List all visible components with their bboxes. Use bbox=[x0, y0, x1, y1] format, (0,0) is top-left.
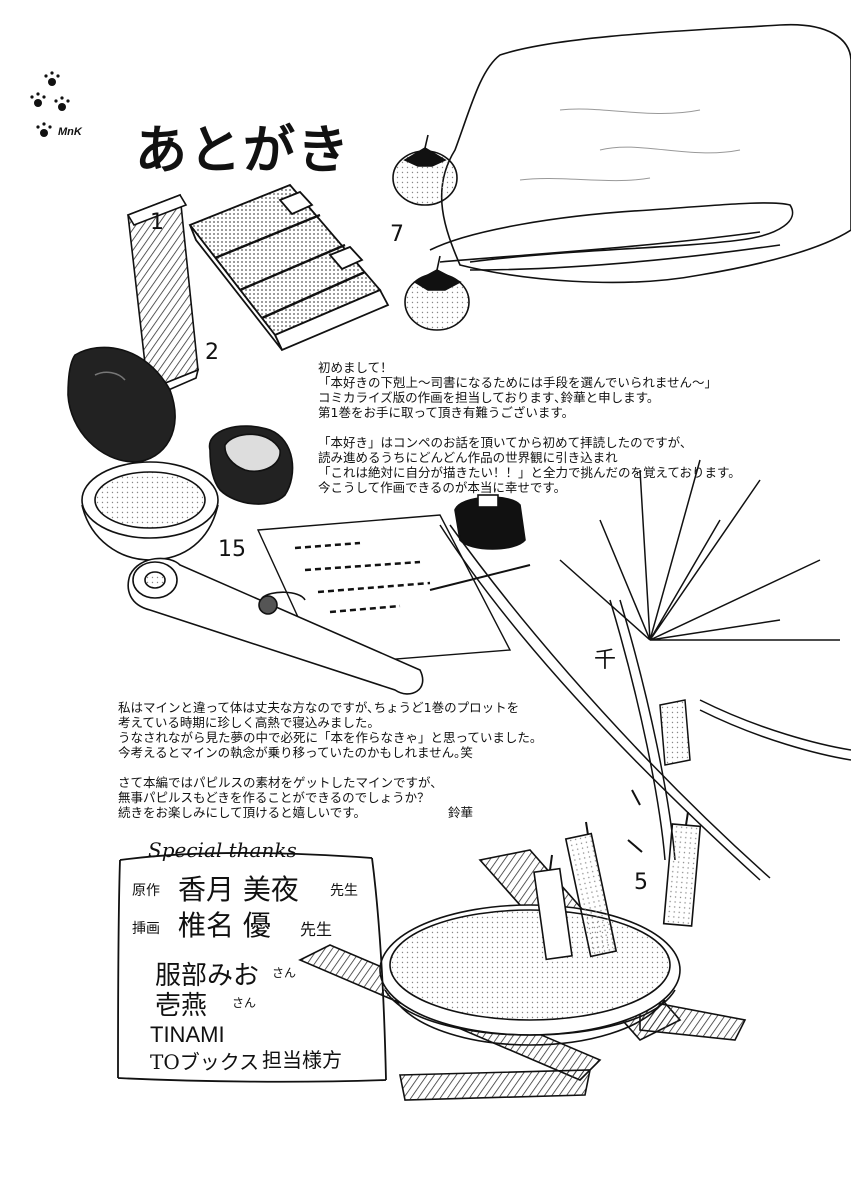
thanks-heading: Special thanks bbox=[148, 838, 297, 862]
signoff: 鈴華 bbox=[448, 805, 474, 820]
body-line: 今考えるとマインの執念が乗り移っていたのかもしれません｡笑 bbox=[118, 745, 473, 760]
thanks-name: 服部みお bbox=[155, 961, 260, 991]
thanks-honorific: 先生 bbox=[300, 920, 333, 939]
intro-line: 初めまして！ bbox=[318, 360, 393, 375]
book-drawing bbox=[188, 183, 390, 352]
intro-line: 今こうして作画できるのが本当に幸せです。 bbox=[318, 480, 567, 495]
intro-line: 「これは絶対に自分が描きたい！！」と全力で挑んだのを覚えております。 bbox=[318, 465, 741, 480]
bowl-drawing bbox=[81, 461, 219, 561]
item-number-1: 1 bbox=[150, 210, 164, 235]
thanks-name: 香月 美夜 bbox=[178, 873, 299, 906]
thanks-honorific: 先生 bbox=[330, 883, 358, 899]
scroll-drawing bbox=[127, 557, 424, 695]
intro-line: 「本好きの下剋上～司書になるためには手段を選んでいられません～」 bbox=[318, 375, 718, 390]
item-number-thousand: 千 bbox=[594, 648, 617, 673]
egg-drawing bbox=[67, 346, 294, 505]
cloth-drawing bbox=[429, 23, 851, 284]
item-number-5: 5 bbox=[634, 870, 648, 895]
body-line: 続きをお楽しみにして頂けると嬉しいです。 bbox=[118, 805, 367, 820]
thanks-honorific: さん bbox=[272, 966, 297, 980]
intro-line: 「本好き」はコンペのお話を頂いてから初めて拝読したのですが、 bbox=[318, 435, 693, 450]
artist-signature: MnK bbox=[58, 126, 82, 138]
wooden-tablet-drawing bbox=[126, 193, 200, 400]
body-line: さて本編ではパピルスの素材をゲットしたマインですが、 bbox=[118, 775, 443, 790]
thanks-role: 挿画 bbox=[132, 921, 160, 937]
thanks-name: TOブックス bbox=[150, 1050, 260, 1074]
basket-drawing bbox=[298, 811, 747, 1101]
ink-bottle-drawing bbox=[454, 494, 526, 550]
thanks-role: 原作 bbox=[132, 883, 160, 899]
thanks-honorific: 担当様方 bbox=[262, 1048, 342, 1072]
page-title: あとがき bbox=[135, 121, 352, 181]
body-line: 私はマインと違って体は丈夫な方なのですが､ちょうど1巻のプロットを bbox=[118, 700, 520, 715]
intro-line: 読み進めるうちにどんどん作品の世界観に引き込まれ bbox=[318, 450, 618, 465]
item-number-7: 7 bbox=[390, 222, 404, 247]
thanks-frame bbox=[117, 852, 387, 1083]
item-number-2: 2 bbox=[205, 340, 219, 365]
thanks-name: 椎名 優 bbox=[178, 909, 271, 942]
body-line: 考えている時期に珍しく高熱で寝込みました。 bbox=[118, 715, 380, 730]
intro-line: コミカライズ版の作画を担当しております､鈴華と申します。 bbox=[318, 390, 660, 405]
thanks-name: TINAMI bbox=[150, 1022, 225, 1047]
item-number-15: 15 bbox=[218, 537, 246, 562]
papyrus-drawing bbox=[439, 459, 851, 881]
thanks-name: 壱燕 bbox=[155, 991, 208, 1021]
persimmon-drawing bbox=[392, 134, 470, 331]
body-line: うなされながら見た夢の中で必死に「本を作らなきゃ」と思っていました。 bbox=[118, 730, 543, 745]
body-line: 無事パピルスもどきを作ることができるのでしょうか？ bbox=[118, 790, 430, 805]
intro-line: 第1巻をお手に取って頂き有難うございます。 bbox=[318, 405, 575, 420]
thanks-honorific: さん bbox=[232, 996, 257, 1010]
paw-print-icon bbox=[30, 71, 70, 137]
